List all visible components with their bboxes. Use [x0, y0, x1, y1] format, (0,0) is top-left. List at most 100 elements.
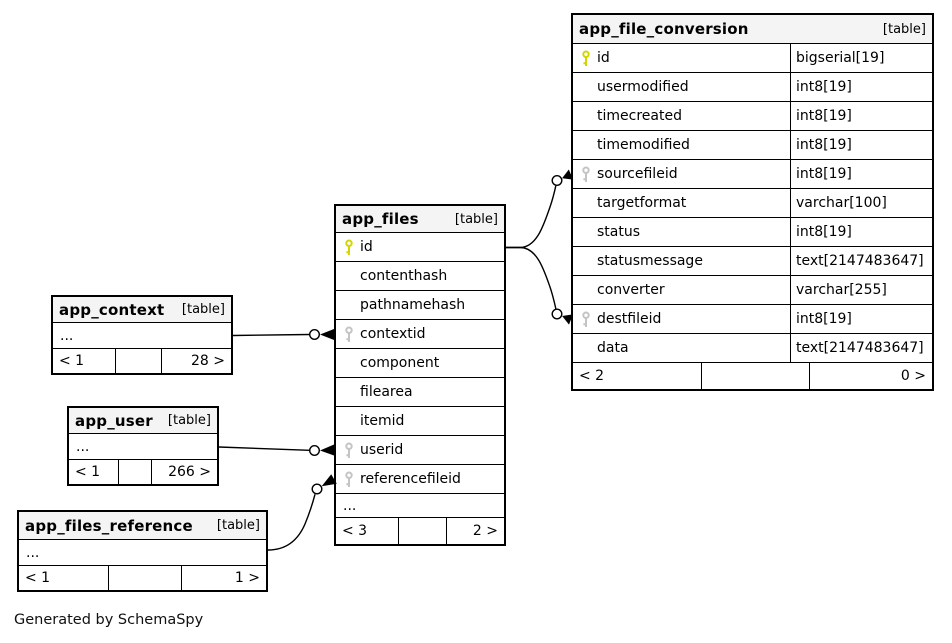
hidden-columns-ellipsis: ... — [69, 434, 217, 460]
column-name: timemodified — [597, 137, 690, 153]
table-header: app_files_reference [table] — [19, 512, 266, 540]
edge-files-to-conversion-source — [506, 169, 574, 249]
footer-outdegree: 0 > — [900, 368, 926, 384]
column-type: varchar[100] — [796, 195, 887, 211]
column-type: int8[19] — [796, 224, 852, 240]
column-name: referencefileid — [360, 471, 461, 487]
table-row: contextid — [336, 320, 504, 349]
column-name: destfileid — [597, 311, 662, 327]
table-header: app_files [table] — [336, 206, 504, 233]
table-row: timecreated int8[19] — [573, 102, 932, 131]
footer-indegree: < 1 — [69, 460, 119, 484]
column-name: filearea — [360, 384, 413, 400]
foreign-key-icon — [580, 310, 592, 328]
footer-spacer — [116, 349, 162, 373]
table-row: pathnamehash — [336, 291, 504, 320]
primary-key-icon — [343, 238, 355, 256]
column-type: int8[19] — [796, 79, 852, 95]
column-name: usermodified — [597, 79, 689, 95]
hidden-columns-ellipsis: ... — [19, 540, 266, 566]
table-badge: [table] — [454, 211, 498, 227]
table-row: contenthash — [336, 262, 504, 291]
footer-indegree: < 1 — [53, 349, 116, 373]
footer-indegree: < 1 — [19, 566, 109, 590]
foreign-key-icon — [343, 325, 355, 343]
column-name: id — [360, 239, 373, 255]
table-footer: < 1 28 > — [53, 349, 231, 373]
footer-outdegree: 28 > — [191, 353, 225, 369]
column-name: status — [597, 224, 641, 240]
table-footer: < 1 266 > — [69, 460, 217, 484]
edge-files-to-conversion-dest — [506, 246, 573, 325]
footer-indegree: < 2 — [573, 363, 702, 389]
table-badge: [table] — [882, 21, 926, 37]
table-title[interactable]: app_files_reference — [25, 516, 193, 535]
table-row: status int8[19] — [573, 218, 932, 247]
table-row: converter varchar[255] — [573, 276, 932, 305]
column-type: int8[19] — [796, 311, 852, 327]
table-title[interactable]: app_file_conversion — [579, 20, 749, 38]
table-row: sourcefileid int8[19] — [573, 160, 932, 189]
table-row: id bigserial[19] — [573, 44, 932, 73]
table-app-files: app_files [table] id contenthash pathnam… — [334, 204, 506, 546]
column-type: bigserial[19] — [796, 50, 885, 66]
table-row: filearea — [336, 378, 504, 407]
foreign-key-icon — [580, 165, 592, 183]
column-type: text[2147483647] — [796, 253, 924, 269]
hidden-columns-ellipsis: ... — [336, 494, 504, 518]
table-app-files-reference: app_files_reference [table] ... < 1 1 > — [17, 510, 268, 592]
table-row: destfileid int8[19] — [573, 305, 932, 334]
edge-context-to-files — [232, 329, 334, 341]
column-type: varchar[255] — [796, 282, 887, 298]
column-name: timecreated — [597, 108, 682, 124]
footer-spacer — [702, 363, 810, 389]
table-row: userid — [336, 436, 504, 465]
table-row: statusmessage text[2147483647] — [573, 247, 932, 276]
footer-outdegree: 1 > — [234, 570, 260, 586]
column-name: data — [597, 340, 629, 356]
column-type: int8[19] — [796, 108, 852, 124]
table-title[interactable]: app_context — [59, 300, 165, 319]
table-title[interactable]: app_files — [342, 210, 419, 228]
column-name: targetformat — [597, 195, 687, 211]
column-name: contextid — [360, 326, 426, 342]
column-name: contenthash — [360, 268, 448, 284]
table-row: id — [336, 233, 504, 262]
footer-spacer — [399, 518, 447, 544]
column-name: converter — [597, 282, 665, 298]
table-header: app_user [table] — [69, 408, 217, 434]
column-name: pathnamehash — [360, 297, 466, 313]
table-row: component — [336, 349, 504, 378]
column-type: int8[19] — [796, 166, 852, 182]
table-row: itemid — [336, 407, 504, 436]
footer-spacer — [119, 460, 152, 484]
table-header: app_file_conversion [table] — [573, 15, 932, 44]
table-footer: < 3 2 > — [336, 518, 504, 544]
table-header: app_context [table] — [53, 297, 231, 323]
footer-indegree: < 3 — [336, 518, 399, 544]
hidden-columns-ellipsis: ... — [53, 323, 231, 349]
table-row: referencefileid — [336, 465, 504, 494]
column-name: userid — [360, 442, 404, 458]
table-title[interactable]: app_user — [75, 411, 153, 430]
column-name: component — [360, 355, 440, 371]
table-badge: [table] — [181, 302, 225, 317]
table-badge: [table] — [216, 518, 260, 533]
edge-reference-to-files — [267, 474, 337, 551]
column-type: text[2147483647] — [796, 340, 924, 356]
table-row: timemodified int8[19] — [573, 131, 932, 160]
column-name: itemid — [360, 413, 405, 429]
generator-note: Generated by SchemaSpy — [14, 612, 204, 628]
table-row: usermodified int8[19] — [573, 73, 932, 102]
column-type: int8[19] — [796, 137, 852, 153]
table-footer: < 2 0 > — [573, 363, 932, 389]
footer-outdegree: 2 > — [472, 523, 498, 539]
edge-user-to-files — [218, 444, 334, 457]
foreign-key-icon — [343, 441, 355, 459]
table-app-file-conversion: app_file_conversion [table] id bigserial… — [571, 13, 934, 391]
table-app-user: app_user [table] ... < 1 266 > — [67, 406, 219, 486]
column-name: sourcefileid — [597, 166, 678, 182]
column-name: id — [597, 50, 610, 66]
table-app-context: app_context [table] ... < 1 28 > — [51, 295, 233, 375]
